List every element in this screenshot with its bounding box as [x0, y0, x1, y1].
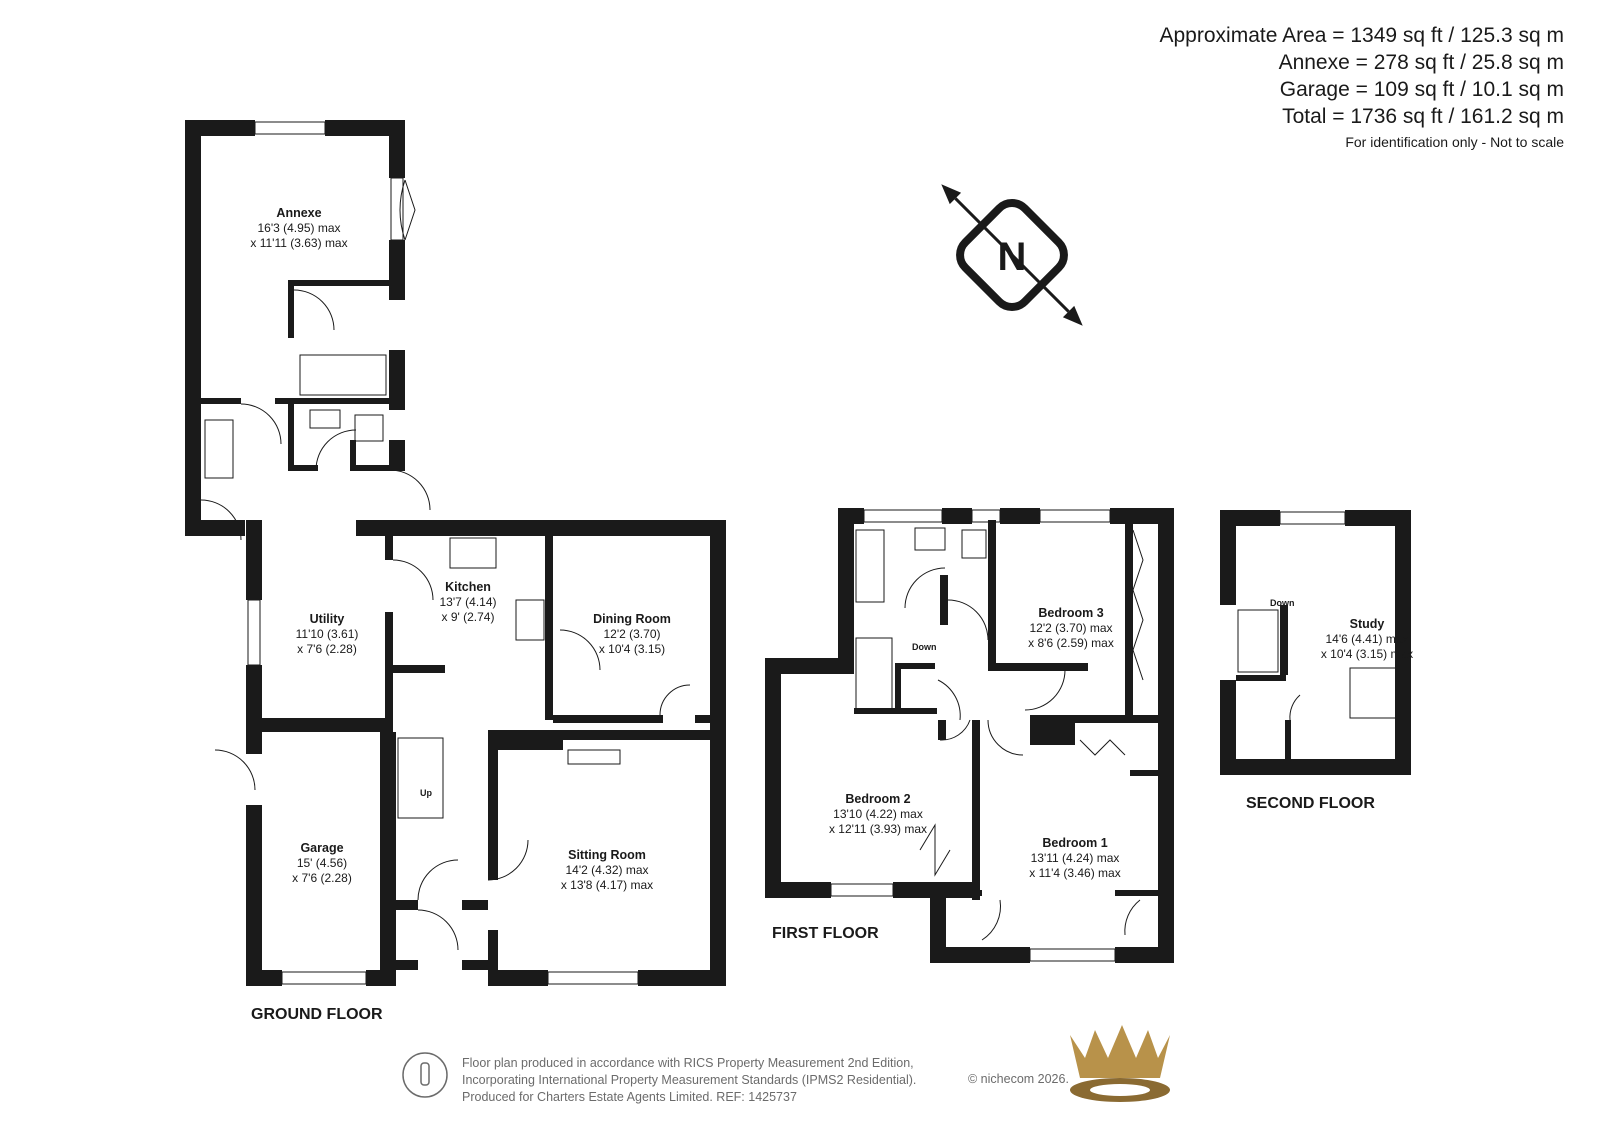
- room-sitting: Sitting Room 14'2 (4.32) max x 13'8 (4.1…: [561, 848, 653, 893]
- room-name: Kitchen: [445, 580, 491, 594]
- room-dim: x 7'6 (2.28): [297, 642, 357, 656]
- room-name: Bedroom 3: [1038, 606, 1104, 620]
- ground-floor-walls: [185, 120, 726, 986]
- room-dim: 11'10 (3.61): [295, 627, 359, 641]
- room-dim: 13'10 (4.22) max: [833, 807, 923, 821]
- second-floor-outlines: [1237, 511, 1401, 721]
- stairs-down-first-label: Down: [912, 642, 937, 652]
- room-bedroom1: Bedroom 1 13'11 (4.24) max x 11'4 (3.46)…: [1029, 836, 1120, 881]
- room-dim: 13'7 (4.14): [439, 595, 497, 609]
- annexe-area: Annexe = 278 sq ft / 25.8 sq m: [1278, 51, 1564, 74]
- scale-note: For identification only - Not to scale: [1345, 134, 1564, 150]
- room-name: Study: [1349, 617, 1385, 631]
- room-name: Sitting Room: [568, 848, 646, 862]
- room-name: Annexe: [276, 206, 322, 220]
- room-name: Garage: [300, 841, 344, 855]
- stairs-up-label: Up: [420, 788, 432, 798]
- room-dim: 12'2 (3.70) max: [1029, 621, 1113, 635]
- compass-letter: N: [998, 235, 1027, 279]
- footer-line: Floor plan produced in accordance with R…: [462, 1056, 914, 1070]
- room-name: Bedroom 2: [845, 792, 911, 806]
- ground-floor-outlines: [200, 121, 691, 985]
- garage-area: Garage = 109 sq ft / 10.1 sq m: [1279, 78, 1564, 101]
- room-dim: x 11'11 (3.63) max: [250, 236, 348, 250]
- person-badge-icon: [402, 1052, 448, 1098]
- room-dim: 14'6 (4.41) max: [1325, 632, 1409, 646]
- area-summary: Approximate Area = 1349 sq ft / 125.3 sq…: [1160, 22, 1565, 150]
- second-floor-walls: [1220, 510, 1411, 775]
- ground-floor-label: GROUND FLOOR: [251, 1006, 383, 1023]
- room-garage: Garage 15' (4.56) x 7'6 (2.28): [292, 841, 352, 886]
- room-dim: 15' (4.56): [296, 856, 348, 870]
- footer-line: Produced for Charters Estate Agents Limi…: [462, 1090, 797, 1104]
- room-annexe: Annexe 16'3 (4.95) max x 11'11 (3.63) ma…: [250, 206, 347, 251]
- room-name: Dining Room: [593, 612, 671, 626]
- room-bedroom3: Bedroom 3 12'2 (3.70) max x 8'6 (2.59) m…: [1028, 606, 1114, 651]
- room-bedroom2: Bedroom 2 13'10 (4.22) max x 12'11 (3.93…: [829, 792, 927, 837]
- room-dim: x 10'4 (3.15): [598, 642, 666, 656]
- room-utility: Utility 11'10 (3.61) x 7'6 (2.28): [296, 612, 359, 657]
- room-dim: x 11'4 (3.46) max: [1029, 866, 1121, 880]
- room-kitchen: Kitchen 13'7 (4.14) x 9' (2.74): [440, 580, 497, 625]
- room-dim: x 12'11 (3.93) max: [828, 822, 928, 836]
- first-floor-label: FIRST FLOOR: [772, 925, 879, 942]
- footer-line: Incorporating International Property Mea…: [462, 1073, 917, 1087]
- north-compass-icon: [941, 184, 1083, 326]
- room-name: Bedroom 1: [1042, 836, 1108, 850]
- room-study: Study 14'6 (4.41) max x 10'4 (3.15) max: [1321, 617, 1413, 662]
- first-floor-walls: [765, 508, 1174, 963]
- copyright: © nichecom 2026.: [968, 1072, 1069, 1086]
- total-area: Total = 1736 sq ft / 161.2 sq m: [1282, 105, 1564, 128]
- room-name: Utility: [309, 612, 345, 626]
- room-dim: x 8'6 (2.59) max: [1028, 636, 1114, 650]
- second-floor-label: SECOND FLOOR: [1246, 795, 1375, 812]
- room-dim: x 7'6 (2.28): [292, 871, 352, 885]
- room-dim: 12'2 (3.70): [603, 627, 661, 641]
- room-dim: x 10'4 (3.15) max: [1320, 647, 1414, 661]
- room-dim: 13'11 (4.24) max: [1030, 851, 1120, 865]
- room-dim: x 13'8 (4.17) max: [560, 878, 654, 892]
- room-dim: x 9' (2.74): [441, 610, 495, 624]
- room-dim: 16'3 (4.95) max: [257, 221, 341, 235]
- approximate-area: Approximate Area = 1349 sq ft / 125.3 sq…: [1159, 24, 1565, 47]
- room-dim: 14'2 (4.32) max: [565, 863, 649, 877]
- footer-text: Floor plan produced in accordance with R…: [462, 1055, 916, 1106]
- crown-logo-icon: [1070, 1025, 1170, 1102]
- first-floor-outlines: [830, 509, 1144, 962]
- room-dining: Dining Room 12'2 (3.70) x 10'4 (3.15): [593, 612, 671, 657]
- stairs-down-second-label: Down: [1270, 598, 1295, 608]
